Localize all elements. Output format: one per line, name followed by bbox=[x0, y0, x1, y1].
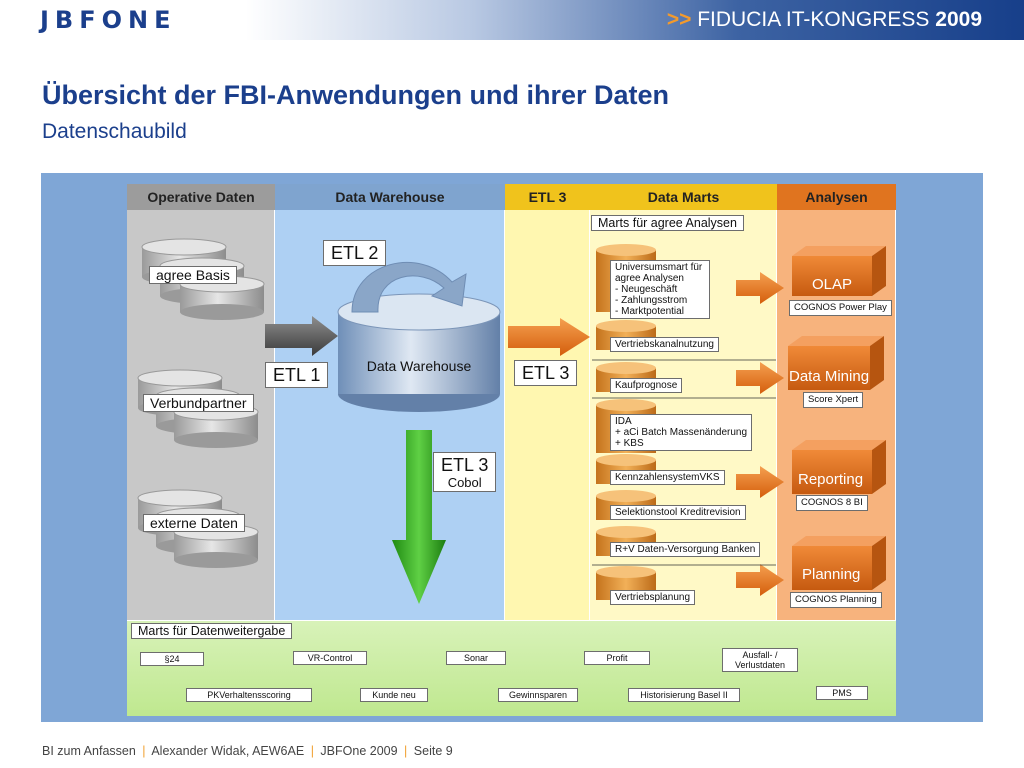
etl1-arrow bbox=[265, 316, 338, 356]
mart-ida: IDA + aCi Batch Massenänderung + KBS bbox=[610, 414, 753, 451]
analysis-planning-tool: COGNOS Planning bbox=[790, 592, 882, 608]
etl2-curved-arrow bbox=[351, 262, 467, 313]
footer-separator: | bbox=[310, 744, 314, 758]
mart-kaufprognose: Kaufprognose bbox=[610, 378, 683, 393]
data-warehouse-database bbox=[337, 293, 501, 412]
weitergabe-item-sonar: Sonar bbox=[446, 651, 506, 665]
column-header-data-marts: Data Marts bbox=[590, 184, 777, 210]
weitergabe-item-24: §24 bbox=[140, 652, 204, 666]
mart-kennzahlensystem: KennzahlensystemVKS bbox=[610, 470, 725, 485]
analysis-olap-tool: COGNOS Power Play bbox=[789, 300, 892, 316]
footer-separator: | bbox=[142, 744, 146, 758]
column-header-analysen: Analysen bbox=[777, 184, 896, 210]
conference-banner: >> FIDUCIA IT-KONGRESS 2009 bbox=[667, 8, 982, 32]
source-externe-daten: externe Daten bbox=[143, 514, 245, 532]
mart-universumsmart-title: Universumsmart für agree Analysen bbox=[615, 262, 703, 284]
marts-agree-title: Marts für agree Analysen bbox=[591, 215, 744, 231]
mart-universumsmart: Universumsmart für agree Analysen - Neug… bbox=[610, 260, 710, 319]
footer-part-3: JBFOne 2009 bbox=[320, 744, 398, 758]
column-header-operative: Operative Daten bbox=[127, 184, 275, 210]
analysis-reporting-title: Reporting bbox=[798, 471, 864, 488]
jbfone-logo: JBFONE bbox=[40, 6, 177, 34]
page-title: Übersicht der FBI-Anwendungen und ihrer … bbox=[42, 80, 670, 110]
analysis-olap-title: OLAP bbox=[812, 276, 853, 293]
column-etl3 bbox=[505, 184, 590, 620]
conference-year: 2009 bbox=[935, 8, 982, 31]
mart-vertriebsplanung: Vertriebsplanung bbox=[610, 590, 696, 605]
etl3-cobol-label: ETL 3 Cobol bbox=[433, 452, 497, 492]
weitergabe-item-profit: Profit bbox=[584, 651, 650, 665]
mart-rv-daten: R+V Daten-Versorgung Banken bbox=[610, 542, 761, 557]
weitergabe-item-gewinnsparen: Gewinnsparen bbox=[498, 688, 578, 702]
etl3-column-label: ETL 3 bbox=[514, 360, 578, 386]
etl2-label: ETL 2 bbox=[323, 240, 387, 266]
weitergabe-item-pkverhaltensscoring: PKVerhaltensscoring bbox=[186, 688, 312, 702]
mart-item-marktpotential: - Marktpotential bbox=[615, 306, 684, 317]
analysis-reporting-tool: COGNOS 8 BI bbox=[796, 495, 868, 511]
weitergabe-item-vr-control: VR-Control bbox=[293, 651, 367, 665]
mart-to-analysis-arrows bbox=[736, 272, 784, 596]
etl1-label: ETL 1 bbox=[265, 362, 329, 388]
mart-item-zahlungsstrom: - Zahlungsstrom bbox=[615, 295, 688, 306]
source-verbundpartner: Verbundpartner bbox=[143, 394, 254, 412]
etl3-cobol-sub: Cobol bbox=[447, 475, 482, 490]
source-agree-basis: agree Basis bbox=[149, 266, 237, 284]
analysis-cubes bbox=[788, 246, 886, 590]
conference-name: FIDUCIA IT-KONGRESS bbox=[697, 8, 930, 31]
mart-ida-item-1: IDA bbox=[615, 416, 632, 427]
mart-selektionstool: Selektionstool Kreditrevision bbox=[610, 505, 746, 520]
footer-part-4: Seite 9 bbox=[413, 744, 453, 758]
mart-vertriebskanalnutzung: Vertriebskanalnutzung bbox=[610, 337, 719, 352]
conference-arrows: >> bbox=[666, 8, 692, 31]
etl3-cobol-green-arrow bbox=[392, 430, 446, 604]
data-warehouse-db-label: Data Warehouse bbox=[366, 358, 472, 374]
etl3-orange-arrow bbox=[508, 318, 590, 356]
page-subtitle: Datenschaubild bbox=[42, 120, 187, 143]
column-header-etl3: ETL 3 bbox=[505, 184, 590, 210]
weitergabe-item-kunde-neu: Kunde neu bbox=[360, 688, 428, 702]
header-bar: JBFONE >> FIDUCIA IT-KONGRESS 2009 bbox=[0, 0, 1024, 40]
mart-ida-item-2: + aCi Batch Massenänderung bbox=[615, 427, 748, 438]
mart-ida-item-3: + KBS bbox=[615, 438, 644, 449]
footer-part-2: Alexander Widak, AEW6AE bbox=[151, 744, 305, 758]
analysis-data-mining-tool: Score Xpert bbox=[803, 392, 864, 408]
weitergabe-title: Marts für Datenweitergabe bbox=[131, 623, 293, 639]
column-header-data-warehouse: Data Warehouse bbox=[275, 184, 505, 210]
mart-item-neugeschaeft: - Neugeschäft bbox=[615, 284, 678, 295]
etl3-cobol-title: ETL 3 bbox=[441, 455, 489, 475]
weitergabe-item-pms: PMS bbox=[816, 686, 868, 700]
analysis-data-mining-title: Data Mining bbox=[789, 368, 870, 385]
footer-part-1: BI zum Anfassen bbox=[42, 744, 136, 758]
analysis-planning-title: Planning bbox=[802, 566, 861, 583]
footer-separator: | bbox=[404, 744, 408, 758]
weitergabe-item-historisierung: Historisierung Basel II bbox=[628, 688, 740, 702]
footer: BI zum Anfassen | Alexander Widak, AEW6A… bbox=[42, 744, 453, 758]
weitergabe-item-ausfall: Ausfall- / Verlustdaten bbox=[722, 648, 798, 672]
